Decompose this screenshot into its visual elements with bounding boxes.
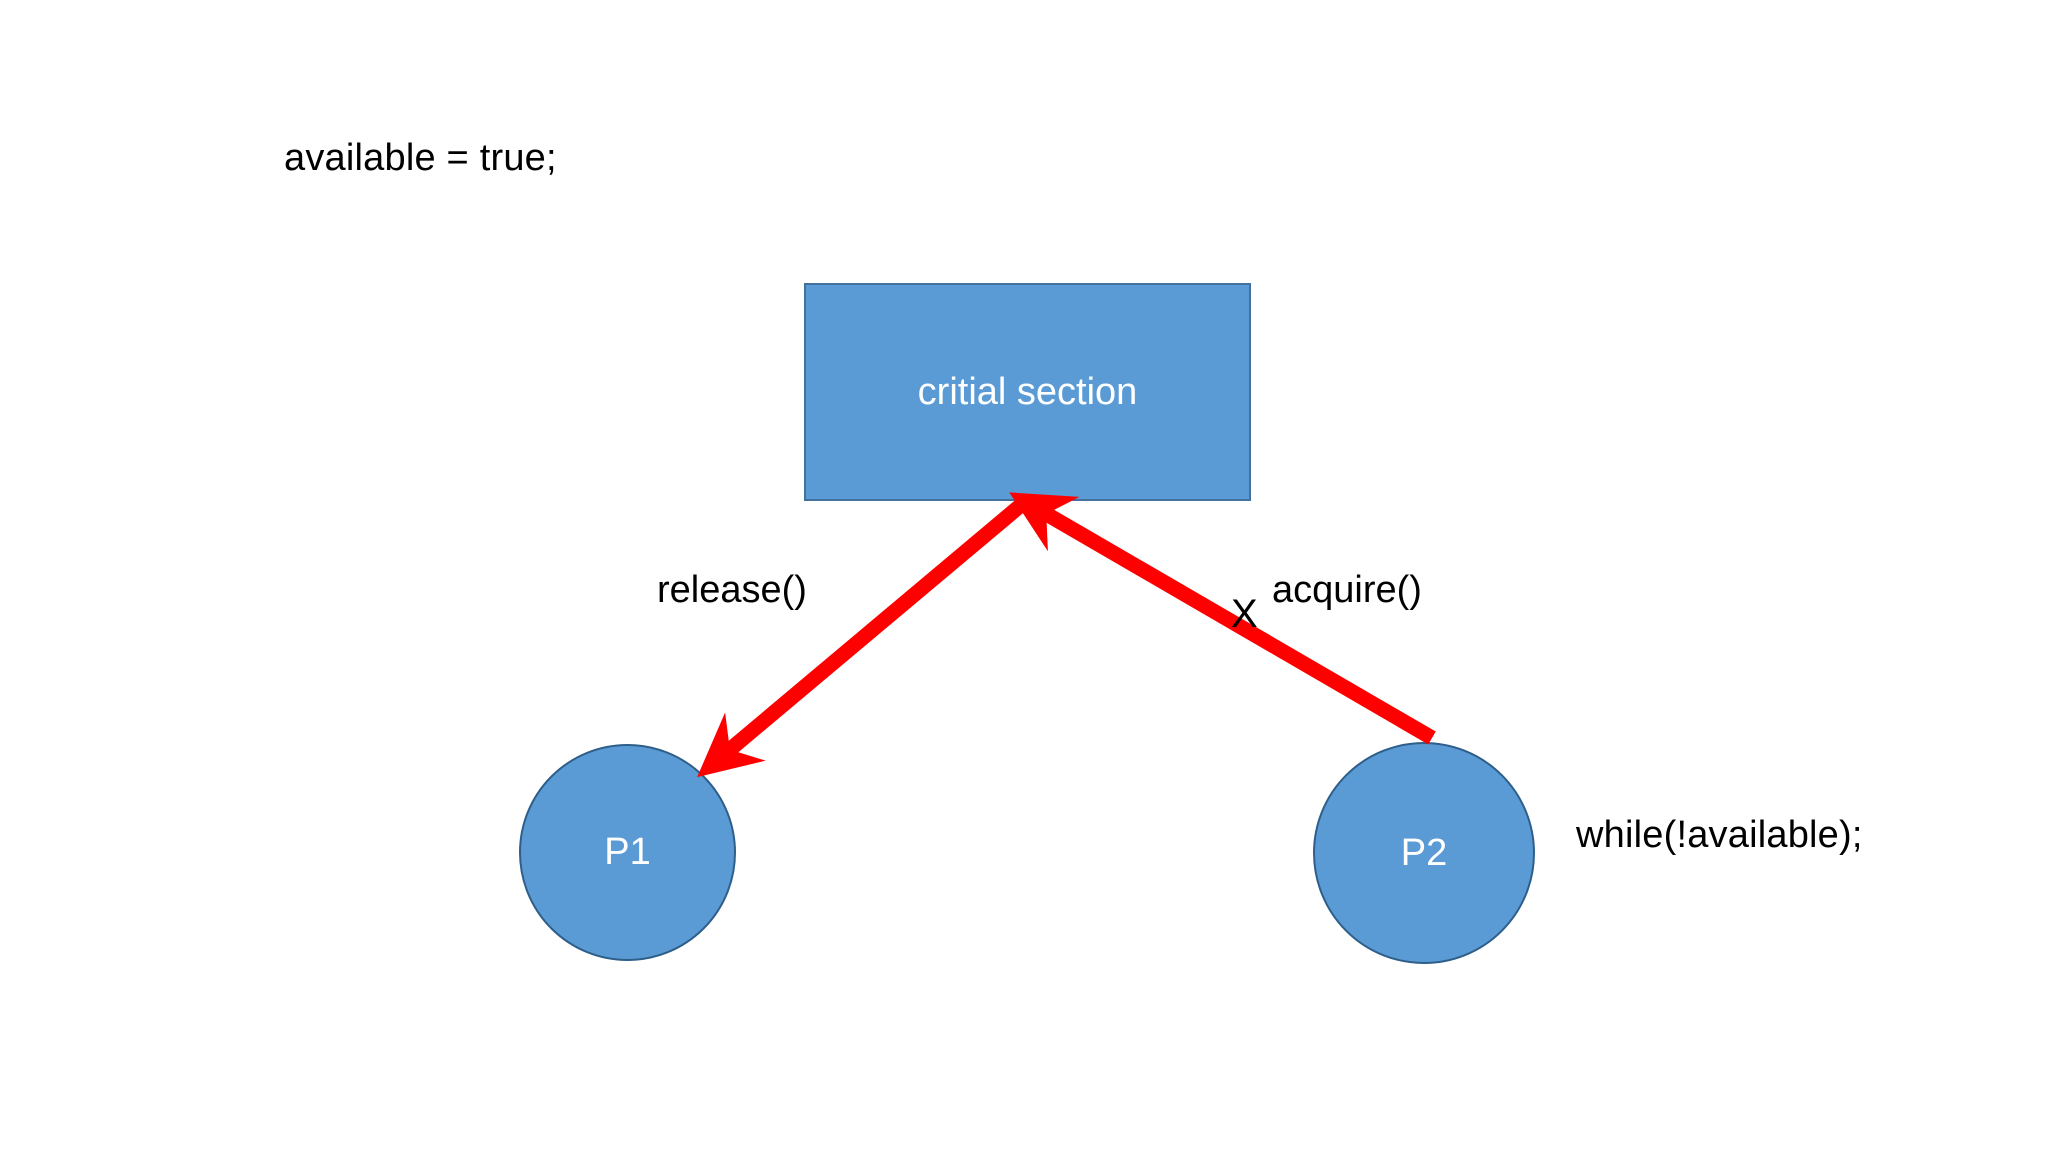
process-node-p1[interactable]: P1 [519, 744, 736, 961]
release-arrow [697, 494, 1032, 778]
process-p2-label: P2 [1400, 831, 1448, 874]
available-assignment-text: available = true; [284, 137, 557, 179]
acquire-edge-label: acquire() [1272, 569, 1422, 611]
release-edge-label: release() [657, 569, 807, 611]
critical-section-label: critial section [917, 370, 1138, 413]
process-p1-label: P1 [604, 831, 651, 873]
blocked-x-marker: X [1231, 592, 1258, 636]
critical-section-box[interactable]: critial section [804, 283, 1251, 501]
process-node-p2[interactable]: P2 [1313, 742, 1535, 964]
busy-wait-text: while(!available); [1576, 814, 1863, 856]
